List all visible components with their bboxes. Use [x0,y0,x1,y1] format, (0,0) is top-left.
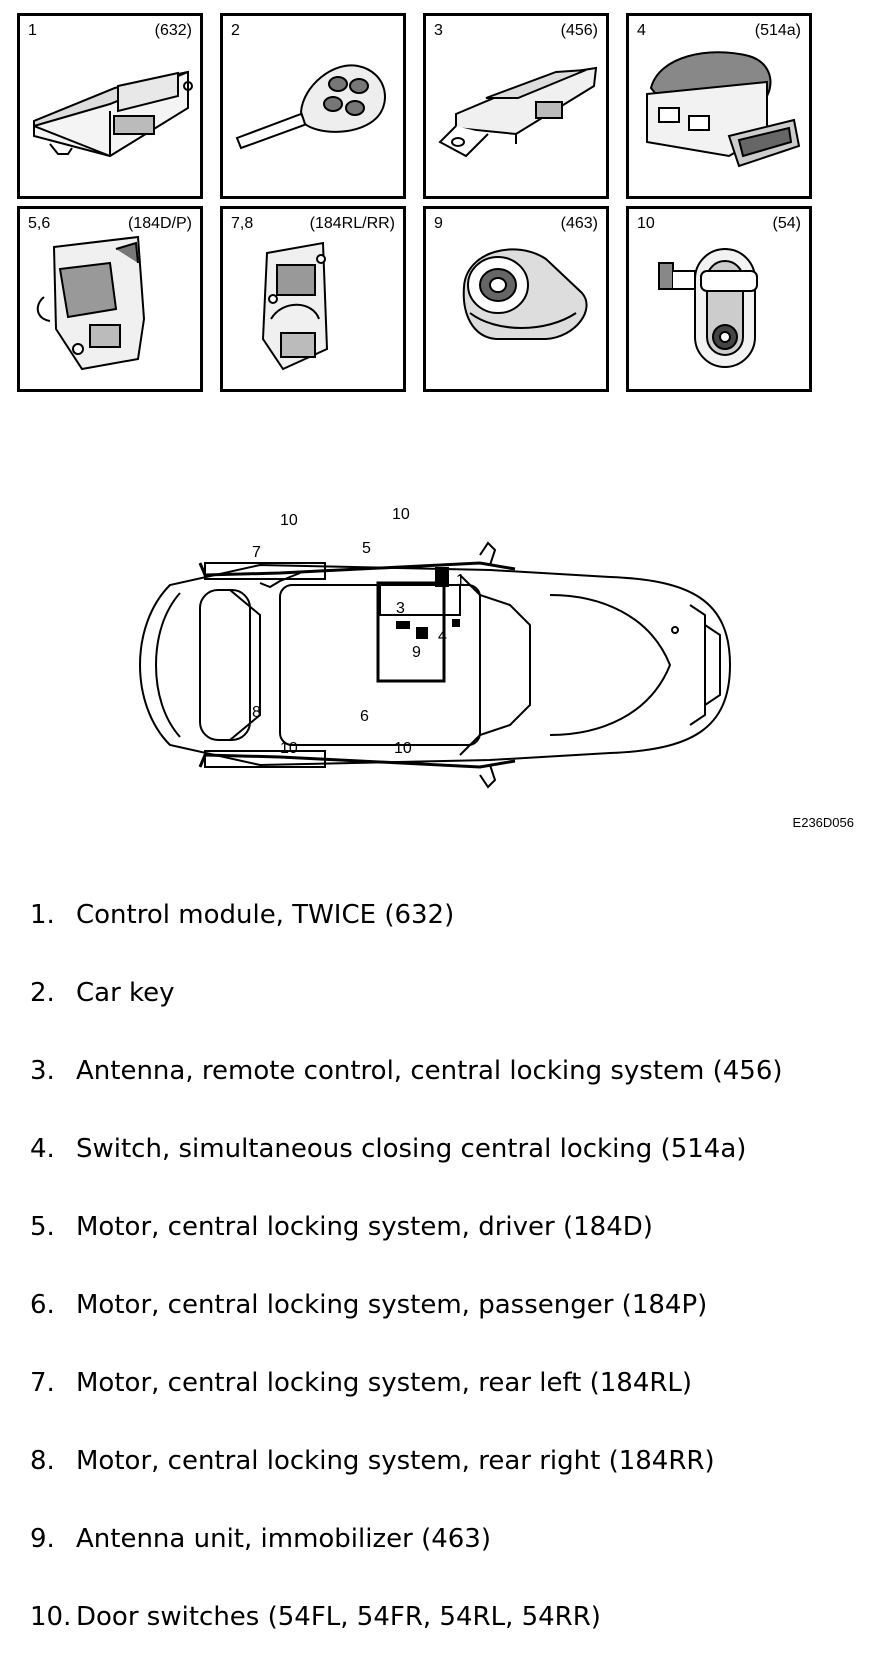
car-top-view: 10 10 10 10 7 5 1 3 4 9 8 6 [130,506,770,815]
label-1: 1 [456,572,465,589]
legend-number: 9. [30,1524,55,1554]
legend-number: 7. [30,1368,55,1398]
antenna-remote-illustration [438,66,598,158]
panel-number: 5,6 [28,215,51,232]
legend-text: Control module, TWICE (632) [76,900,455,930]
switch-illustration [646,51,801,168]
legend-item: 9. Antenna unit, immobilizer (463) [30,1524,783,1602]
legend-item: 10.Door switches (54FL, 54FR, 54RL, 54RR… [30,1602,783,1680]
panel-number: 3 [434,22,443,39]
legend-number: 3. [30,1056,55,1086]
car-outline-diagram: 10 10 10 10 7 5 1 3 4 9 8 6 [138,506,732,789]
legend-text: Antenna, remote control, central locking… [76,1056,783,1086]
label-10-bottom-right: 10 [394,740,412,757]
label-7: 7 [252,544,261,561]
legend-number: 2. [30,978,55,1008]
panel-motor-rear: 7,8 (184RL/RR) [220,206,406,392]
immobilizer-antenna-illustration [462,248,588,340]
rear-lock-motor-illustration [261,241,329,371]
label-10-top-right: 10 [392,506,410,523]
immobilizer-marker [416,627,428,639]
panel-code: (456) [560,22,598,39]
label-10-bottom-left: 10 [280,740,298,757]
legend-item: 8. Motor, central locking system, rear ri… [30,1446,783,1524]
legend-number: 4. [30,1134,55,1164]
legend-item: 1. Control module, TWICE (632) [30,900,783,978]
legend-text: Motor, central locking system, passenger… [76,1290,708,1320]
component-grid: 1 (632) 2 [17,13,857,413]
door-switch-illustration [658,248,758,368]
legend-text: Car key [76,978,175,1008]
panel-code: (184RL/RR) [309,215,395,232]
legend-text: Antenna unit, immobilizer (463) [76,1524,491,1554]
panel-door-switch: 10 (54) [626,206,812,392]
control-module-illustration [33,70,193,158]
panel-number: 4 [637,22,646,39]
panel-car-key: 2 [220,13,406,199]
console-box [376,581,446,683]
legend-item: 7. Motor, central locking system, rear le… [30,1368,783,1446]
panel-immobilizer: 9 (463) [423,206,609,392]
legend-item: 4. Switch, simultaneous closing central l… [30,1134,783,1212]
legend-text: Motor, central locking system, driver (1… [76,1212,653,1242]
legend-number: 6. [30,1290,55,1320]
panel-antenna-remote: 3 (456) [423,13,609,199]
label-4: 4 [438,628,447,645]
panel-code: (632) [154,22,192,39]
panel-number: 10 [637,215,655,232]
label-10-top-left: 10 [280,512,298,529]
label-8: 8 [252,704,261,721]
legend-text: Door switches (54FL, 54FR, 54RL, 54RR) [76,1602,601,1632]
car-key-illustration [235,64,386,150]
panel-switch: 4 (514a) [626,13,812,199]
legend-number: 1. [30,900,55,930]
legend-number: 5. [30,1212,55,1242]
legend-item: 2. Car key [30,978,783,1056]
legend-number: 10. [30,1602,72,1632]
label-9: 9 [412,644,421,661]
legend-text: Motor, central locking system, rear left… [76,1368,693,1398]
panel-number: 2 [231,22,240,39]
legend-number: 8. [30,1446,55,1476]
panel-number: 9 [434,215,443,232]
component-legend: 1.Control module, TWICE (632) 2.Car key … [30,900,783,1680]
legend-item: 5. Motor, central locking system, driver … [30,1212,783,1290]
legend-item: 6. Motor, central locking system, passeng… [30,1290,783,1368]
switch-marker [452,619,460,627]
label-3: 3 [396,600,405,617]
panel-code: (184D/P) [127,215,192,232]
figure-reference: E236D056 [792,815,854,830]
panel-code: (54) [772,215,801,232]
panel-number: 7,8 [231,215,254,232]
label-5: 5 [362,540,371,557]
legend-text: Motor, central locking system, rear righ… [76,1446,715,1476]
front-lock-motor-illustration [36,235,146,371]
legend-text: Switch, simultaneous closing central loc… [76,1134,747,1164]
module-marker [435,567,449,587]
label-6: 6 [360,708,369,725]
panel-control-module: 1 (632) [17,13,203,199]
panel-code: (514a) [754,22,801,39]
legend-item: 3. Antenna, remote control, central locki… [30,1056,783,1134]
panel-number: 1 [28,22,37,39]
panel-motor-front: 5,6 (184D/P) [17,206,203,392]
panel-code: (463) [560,215,598,232]
antenna-marker [396,621,410,629]
